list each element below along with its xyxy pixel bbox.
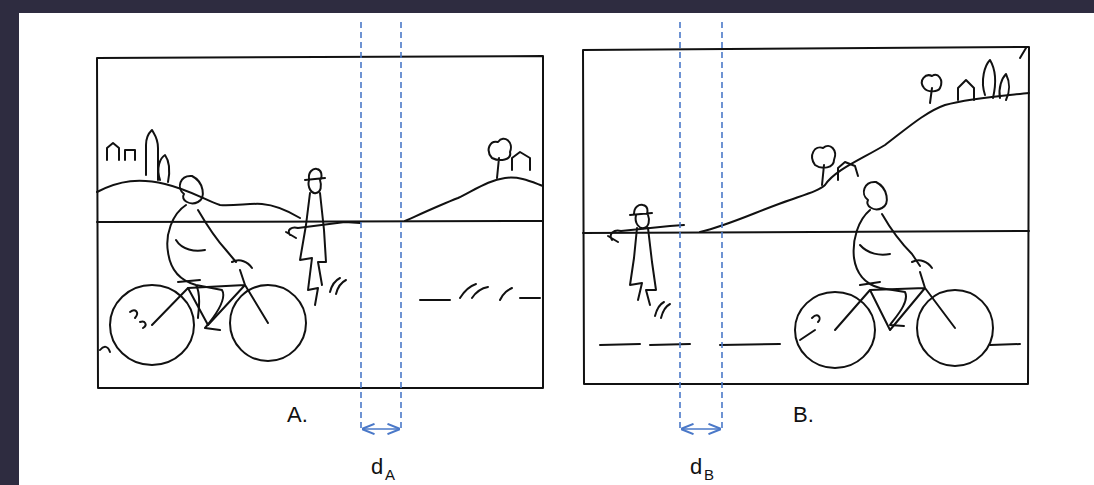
cypress-tree	[158, 155, 169, 182]
panel-label: B.	[793, 404, 814, 426]
wheel-detail	[130, 310, 146, 328]
panel-a-sketch	[97, 56, 543, 388]
distance-subscript: B	[704, 467, 714, 482]
tree	[489, 139, 511, 178]
scarecrow-arms	[608, 225, 684, 242]
dashed-guide	[400, 22, 402, 428]
scarecrow-head	[309, 180, 321, 193]
distance-symbol: d	[371, 456, 383, 478]
hill-line	[700, 93, 1029, 232]
grass	[100, 284, 540, 352]
distance-arrow	[682, 428, 720, 430]
distance-arrow	[363, 428, 399, 430]
dashed-guide	[679, 22, 681, 428]
cyclist-body	[854, 210, 920, 326]
slide-border	[0, 0, 1094, 13]
dashed-guides	[361, 22, 722, 429]
house	[107, 143, 119, 160]
scarecrow-hat	[630, 205, 652, 215]
distance-symbol: d	[690, 456, 702, 478]
slide-border	[0, 0, 19, 485]
grass	[600, 302, 690, 345]
house	[512, 152, 530, 170]
house	[958, 80, 974, 100]
grass	[720, 344, 1020, 345]
cypress-tree	[983, 60, 1009, 100]
scarecrow-head	[636, 215, 649, 228]
wheel-detail	[800, 315, 820, 340]
tree	[812, 146, 835, 185]
cyclist-body	[167, 205, 236, 330]
church-tower	[146, 130, 158, 180]
panel-label: A.	[287, 404, 308, 426]
scarecrow-hat	[305, 169, 325, 180]
dashed-guide	[721, 22, 723, 428]
house	[838, 162, 858, 180]
cyclist-head	[864, 182, 887, 209]
panel-b-sketch	[583, 47, 1029, 384]
dashed-guide	[360, 22, 362, 428]
tree	[922, 75, 941, 103]
panel-frame	[97, 56, 543, 388]
house	[125, 150, 135, 160]
sketch-mark	[1020, 48, 1026, 58]
bicycle-frame	[152, 260, 268, 325]
distance-subscript: A	[385, 467, 395, 482]
hill-line	[405, 178, 543, 221]
cyclist-head	[180, 176, 203, 203]
grass	[330, 278, 346, 294]
horizon-line	[583, 231, 1029, 233]
panel-frame	[583, 47, 1029, 384]
scarecrow-body	[300, 193, 326, 305]
horizon-line	[97, 221, 543, 222]
scarecrow-body	[630, 228, 656, 305]
